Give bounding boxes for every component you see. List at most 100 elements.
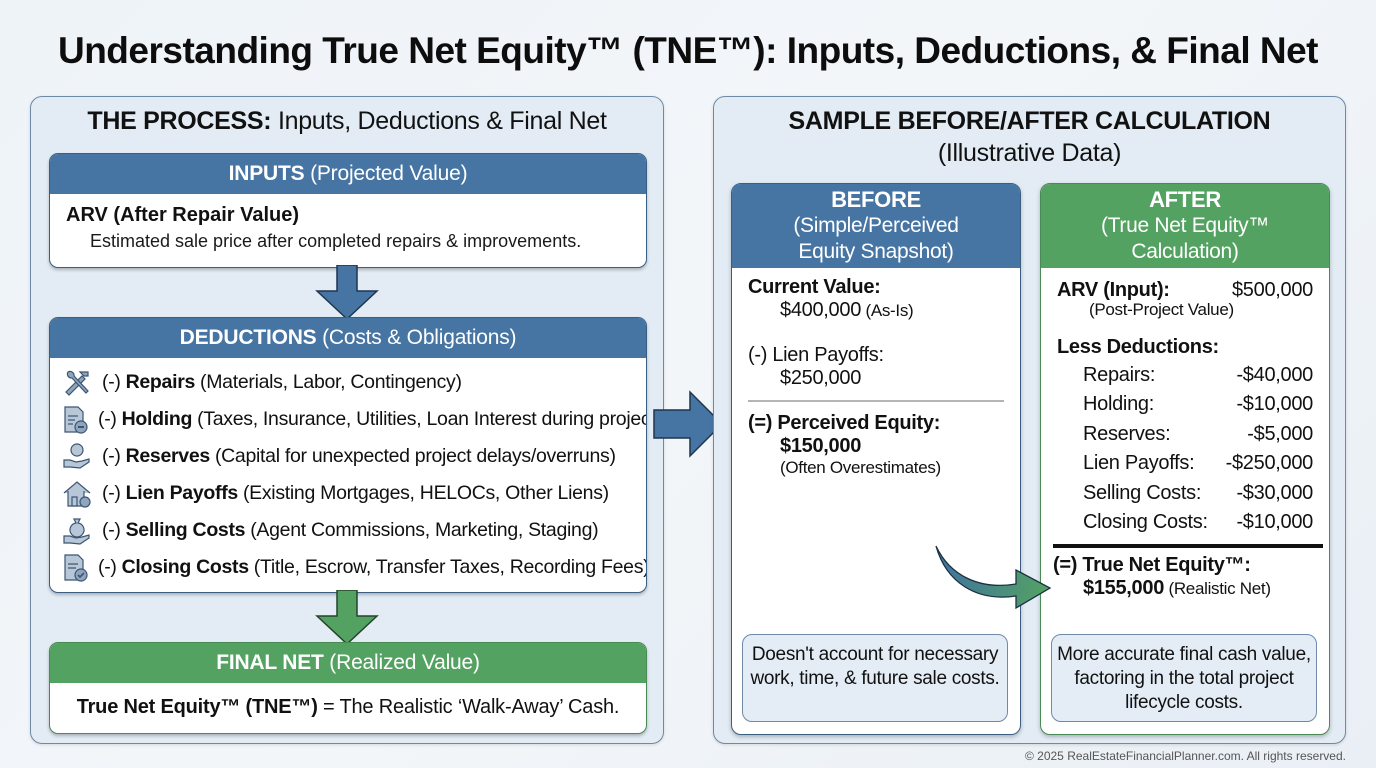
- after-deduction-value: -$5,000: [1247, 422, 1313, 445]
- right-arrow-icon: [653, 390, 724, 458]
- inputs-header-bold: INPUTS: [228, 162, 305, 185]
- tne-note: (Realistic Net): [1164, 578, 1271, 598]
- process-heading: THE PROCESS: Inputs, Deductions & Final …: [31, 107, 663, 136]
- after-deduction-label: Lien Payoffs:: [1083, 452, 1195, 475]
- deduction-description: (Capital for unexpected project delays/o…: [214, 445, 616, 467]
- sample-subheading: (Illustrative Data): [937, 139, 1122, 167]
- sample-heading: SAMPLE BEFORE/AFTER CALCULATION: [788, 107, 1271, 135]
- deduction-prefix: (-): [102, 519, 121, 541]
- deduction-description: (Materials, Labor, Contingency): [200, 371, 462, 393]
- arv-row: ARV (Input): $500,000: [1057, 276, 1329, 306]
- document-check-icon: [60, 552, 90, 584]
- before-body: Current Value: $400,000 (As-Is) (-) Lien…: [732, 268, 1020, 478]
- after-deduction-row: Closing Costs: -$10,000: [1057, 508, 1329, 538]
- down-arrow-icon: [315, 590, 379, 646]
- arv-note: (Post-Project Value): [1089, 299, 1234, 319]
- house-dollar-icon: [60, 478, 94, 510]
- final-header-bold: FINAL NET: [216, 651, 324, 674]
- after-deduction-row: Selling Costs:-$30,000: [1057, 479, 1329, 509]
- down-arrow-icon: [315, 265, 379, 321]
- arv-description: Estimated sale price after completed rep…: [90, 231, 582, 251]
- deduction-description: (Taxes, Insurance, Utilities, Loan Inter…: [197, 408, 647, 430]
- inputs-box: INPUTS (Projected Value) ARV (After Repa…: [49, 153, 647, 268]
- after-deduction-label: Holding:: [1083, 393, 1154, 416]
- deduction-label: Reserves: [125, 445, 211, 467]
- after-deduction-value: -$10,000: [1236, 511, 1313, 534]
- divider: [748, 400, 1004, 402]
- before-subtitle: (Simple/Perceived: [793, 214, 959, 237]
- after-deduction-value: -$10,000: [1236, 393, 1313, 416]
- after-deduction-label: Reserves:: [1083, 422, 1171, 445]
- arv-value: $500,000: [1231, 279, 1313, 302]
- deduction-prefix: (-): [102, 482, 121, 504]
- current-value-line: $400,000 (As-Is): [748, 299, 1020, 322]
- deduction-description: (Agent Commissions, Marketing, Staging): [250, 519, 599, 541]
- deductions-list: (-) Repairs(Materials, Labor, Contingency…: [50, 358, 646, 586]
- final-net-box: FINAL NET (Realized Value) True Net Equi…: [49, 642, 647, 734]
- deduction-item-repairs: (-)Repairs(Materials, Labor, Contingency…: [60, 364, 646, 401]
- divider: [1053, 543, 1323, 548]
- inputs-header: INPUTS (Projected Value): [50, 154, 646, 194]
- deduction-prefix: (-): [102, 445, 121, 467]
- deduction-label: Selling Costs: [125, 519, 246, 541]
- after-subtitle: (True Net Equity™: [1100, 214, 1269, 237]
- deduction-label: Closing Costs: [121, 556, 250, 578]
- process-panel: THE PROCESS: Inputs, Deductions & Final …: [30, 96, 664, 744]
- before-subtitle: Equity Snapshot): [798, 240, 954, 263]
- after-deduction-row: Holding: -$10,000: [1057, 390, 1329, 420]
- page-title: Understanding True Net Equity™ (TNE™): I…: [57, 30, 1319, 71]
- perceived-equity-label: (=) Perceived Equity:: [748, 412, 941, 434]
- deduction-prefix: (-): [98, 556, 117, 578]
- current-value-note: (As-Is): [861, 301, 914, 320]
- sample-panel: SAMPLE BEFORE/AFTER CALCULATION (Illustr…: [713, 96, 1346, 744]
- final-net-header: FINAL NET (Realized Value): [50, 643, 646, 683]
- after-title: AFTER: [1149, 187, 1221, 212]
- deduction-item-reserves: (-)Reserves(Capital for unexpected proje…: [60, 438, 646, 475]
- deductions-header-rest: (Costs & Obligations): [316, 326, 517, 349]
- perceived-equity-note: (Often Overestimates): [780, 458, 941, 477]
- deductions-header: DEDUCTIONS (Costs & Obligations): [50, 318, 646, 358]
- tne-line: $155,000 (Realistic Net): [1057, 577, 1329, 600]
- before-box: BEFORE (Simple/Perceived Equity Snapshot…: [731, 183, 1021, 735]
- tne-value: $155,000: [1083, 576, 1165, 599]
- deduction-item-lien-payoffs: (-)Lien Payoffs(Existing Mortgages, HELO…: [60, 475, 646, 512]
- after-deduction-row: Repairs: -$40,000: [1057, 361, 1329, 391]
- deduction-item-closing-costs: (-)Closing Costs(Title, Escrow, Transfer…: [60, 549, 646, 586]
- before-note: Doesn't account for necessary work, time…: [742, 634, 1008, 722]
- after-deduction-row: Reserves: -$5,000: [1057, 420, 1329, 450]
- after-subtitle: Calculation): [1131, 240, 1239, 263]
- after-deduction-label: Selling Costs:: [1083, 481, 1202, 504]
- after-deduction-label: Repairs:: [1083, 363, 1156, 386]
- deduction-label: Holding: [121, 408, 193, 430]
- final-text-rest: = The Realistic ‘Walk-Away’ Cash.: [317, 696, 620, 718]
- deduction-prefix: (-): [98, 408, 117, 430]
- after-deduction-label: Closing Costs:: [1083, 511, 1208, 534]
- after-deduction-value: -$250,000: [1225, 452, 1314, 475]
- deductions-box: DEDUCTIONS (Costs & Obligations) (-) Repa…: [49, 317, 647, 593]
- deduction-label: Lien Payoffs: [125, 482, 239, 504]
- deductions-header-bold: DEDUCTIONS: [179, 326, 317, 349]
- current-value-label: Current Value:: [748, 276, 881, 298]
- final-text-bold: True Net Equity™ (TNE™): [76, 696, 318, 718]
- before-header: BEFORE (Simple/Perceived Equity Snapshot…: [732, 184, 1020, 268]
- after-deduction-row: Lien Payoffs: -$250,000: [1057, 449, 1329, 479]
- lien-payoffs-label: (-) Lien Payoffs:: [748, 344, 884, 366]
- deduction-item-holding: (-)Holding(Taxes, Insurance, Utilities, …: [60, 401, 646, 438]
- arv-label: ARV (Input):: [1057, 279, 1170, 302]
- inputs-header-rest: (Projected Value): [304, 162, 468, 185]
- copyright-footer: © 2025 RealEstateFinancialPlanner.com. A…: [1024, 749, 1346, 763]
- deduction-description: (Title, Escrow, Transfer Taxes, Recordin…: [253, 556, 647, 578]
- process-heading-bold: THE PROCESS:: [87, 107, 272, 135]
- tools-icon: [60, 367, 94, 399]
- perceived-equity-value: $150,000: [780, 435, 862, 457]
- after-deduction-value: -$40,000: [1236, 363, 1313, 386]
- after-header: AFTER (True Net Equity™ Calculation): [1041, 184, 1329, 268]
- after-box: AFTER (True Net Equity™ Calculation) ARV…: [1040, 183, 1330, 735]
- process-heading-rest: Inputs, Deductions & Final Net: [271, 107, 607, 135]
- deduction-description: (Existing Mortgages, HELOCs, Other Liens…: [242, 482, 609, 504]
- tne-label: (=) True Net Equity™:: [1053, 553, 1251, 576]
- hand-moneybag-icon: [60, 515, 94, 547]
- less-deductions-label: Less Deductions:: [1057, 335, 1219, 358]
- deduction-label: Repairs: [125, 371, 196, 393]
